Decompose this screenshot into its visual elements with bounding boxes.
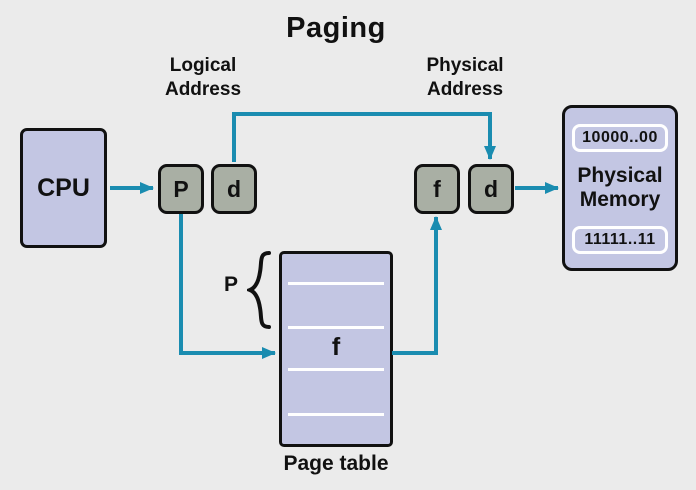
physical-offset-label: d bbox=[483, 175, 499, 202]
logical-address-label: Logical Address bbox=[143, 54, 263, 102]
page-table-divider-1 bbox=[288, 282, 384, 285]
page-table-entry-f: f bbox=[331, 332, 341, 361]
memory-address-bottom: 11111..11 bbox=[572, 226, 668, 254]
cpu-label: CPU bbox=[37, 173, 90, 202]
arrow-logical-d-to-physical-d bbox=[232, 112, 496, 162]
diagram-title: Paging bbox=[286, 12, 386, 44]
physical-offset-box: d bbox=[468, 164, 514, 214]
logical-address-label-line1: Logical bbox=[169, 55, 237, 76]
physical-address-label-line2: Address bbox=[426, 79, 504, 100]
page-table-box: f bbox=[279, 251, 393, 447]
brace-icon bbox=[247, 251, 271, 329]
page-table-index-label: P bbox=[224, 273, 239, 296]
arrow-page-table-to-f bbox=[392, 216, 442, 355]
cpu-box: CPU bbox=[20, 128, 107, 248]
physical-frame-number-label: f bbox=[433, 175, 441, 202]
physical-memory-label-line1: Physical bbox=[577, 164, 663, 187]
logical-page-number-label: P bbox=[173, 175, 189, 202]
page-table-divider-2 bbox=[288, 326, 384, 329]
physical-address-label: Physical Address bbox=[405, 54, 525, 102]
physical-memory-label: Physical Memory bbox=[565, 164, 675, 212]
page-table-divider-4 bbox=[288, 413, 384, 416]
logical-offset-box: d bbox=[211, 164, 257, 214]
logical-address-label-line2: Address bbox=[164, 79, 242, 100]
physical-frame-number-box: f bbox=[414, 164, 460, 214]
physical-address-label-line1: Physical bbox=[426, 55, 504, 76]
physical-memory-box: 10000..00 Physical Memory 11111..11 bbox=[562, 105, 678, 271]
logical-page-number-box: P bbox=[158, 164, 204, 214]
page-table-divider-3 bbox=[288, 368, 384, 371]
memory-address-top: 10000..00 bbox=[572, 124, 668, 152]
physical-memory-label-line2: Memory bbox=[579, 188, 661, 211]
logical-offset-label: d bbox=[226, 175, 242, 202]
page-table-caption: Page table bbox=[283, 452, 389, 475]
